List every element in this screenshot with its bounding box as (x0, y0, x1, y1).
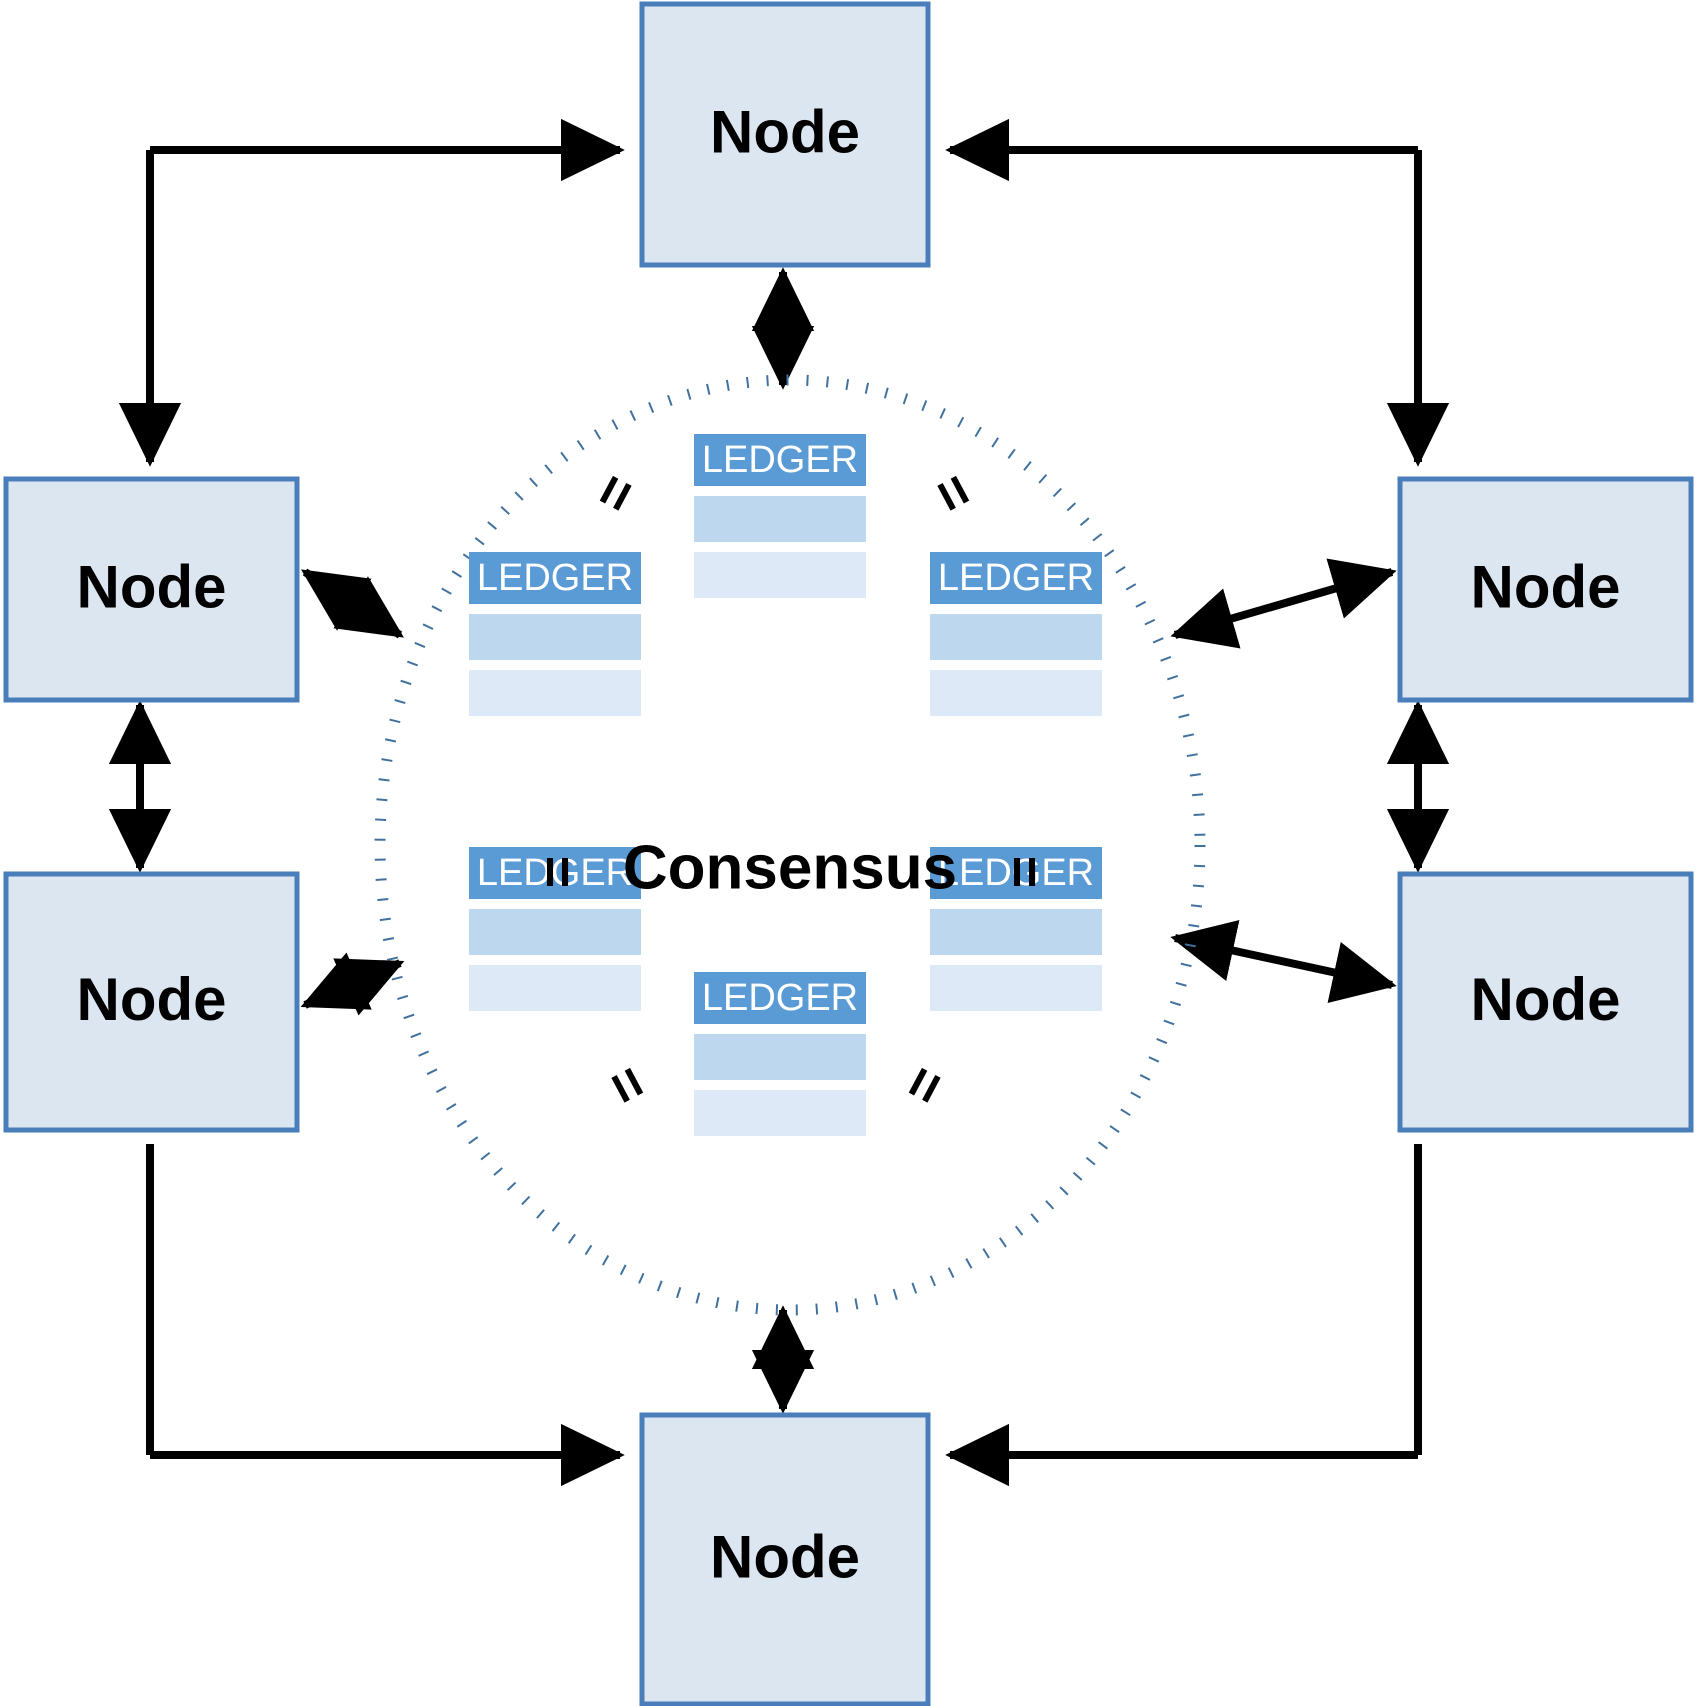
node-bottom[interactable]: Node (639, 1412, 931, 1706)
ledger-right-lower-label: LEDGER (938, 852, 1094, 894)
ledger-left-upper-header[interactable] (469, 552, 641, 604)
ledger-top-row-2 (694, 552, 866, 598)
ledger-top[interactable]: LEDGER (694, 434, 866, 598)
consensus-label: Consensus (623, 833, 957, 902)
ledger-left-lower-header[interactable] (469, 847, 641, 899)
node-left-upper[interactable]: Node (3, 476, 300, 703)
ledger-left-upper[interactable]: LEDGER (469, 552, 641, 716)
eq-bottom-right: = (888, 1056, 959, 1114)
eq-mid-right: = (994, 856, 1057, 889)
ledger-bottom-header[interactable] (694, 972, 866, 1024)
ledger-left-lower-row-2 (469, 965, 641, 1011)
node-right-lower[interactable]: Node (1397, 871, 1694, 1133)
connector-layer (108, 118, 1450, 1487)
ledger-right-lower-row-2 (930, 965, 1102, 1011)
ledger-right-lower[interactable]: LEDGER (930, 847, 1102, 1011)
arrow-left-lower-circle (300, 952, 405, 1016)
node-bottom-box[interactable] (639, 1412, 931, 1706)
node-right-upper-box[interactable] (1397, 476, 1694, 703)
ledger-right-upper-row-1 (930, 614, 1102, 660)
node-right-upper-label: Node (1471, 553, 1621, 620)
arrow-left-upper-circle (300, 568, 405, 639)
node-top-box[interactable] (639, 1, 931, 268)
arrow-right-lower-circle (1170, 920, 1397, 1003)
eq-bottom-left: = (593, 1056, 664, 1114)
ledger-top-row-1 (694, 496, 866, 542)
ledger-left-upper-row-2 (469, 670, 641, 716)
node-left-upper-label: Node (77, 553, 227, 620)
ledger-layer: LEDGER LEDGER LEDGER LEDGER LEDGER LEDGER (469, 434, 1102, 1136)
eq-mid-left: = (527, 856, 590, 889)
ledger-bottom-row-1 (694, 1034, 866, 1080)
node-bottom-label: Node (710, 1523, 860, 1590)
ledger-bottom[interactable]: LEDGER (694, 972, 866, 1136)
ledger-right-upper-header[interactable] (930, 552, 1102, 604)
consensus-circle-layer (374, 374, 1206, 1316)
ledger-top-label: LEDGER (702, 439, 858, 481)
ledger-right-lower-row-1 (930, 909, 1102, 955)
node-right-lower-box[interactable] (1397, 871, 1694, 1133)
node-right-upper[interactable]: Node (1397, 476, 1694, 703)
node-top-label: Node (710, 98, 860, 165)
consensus-circle (374, 374, 1206, 1316)
ledger-left-lower[interactable]: LEDGER (469, 847, 641, 1011)
node-top[interactable]: Node (639, 1, 931, 268)
eq-top-left: = (579, 464, 650, 522)
ledger-top-header[interactable] (694, 434, 866, 486)
ledger-right-upper[interactable]: LEDGER (930, 552, 1102, 716)
ledger-right-upper-row-2 (930, 670, 1102, 716)
ledger-left-lower-row-1 (469, 909, 641, 955)
eq-top-right: = (919, 464, 990, 522)
node-left-lower-box[interactable] (3, 871, 300, 1133)
node-left-lower[interactable]: Node (3, 871, 300, 1133)
node-right-lower-label: Node (1471, 966, 1621, 1033)
arrow-right-upper-circle (1170, 558, 1397, 649)
node-left-upper-box[interactable] (3, 476, 300, 703)
node-left-lower-label: Node (77, 966, 227, 1033)
ledger-bottom-row-2 (694, 1090, 866, 1136)
ledger-left-upper-row-1 (469, 614, 641, 660)
ledger-left-upper-label: LEDGER (477, 557, 633, 599)
ledger-right-upper-label: LEDGER (938, 557, 1094, 599)
ledger-left-lower-label: LEDGER (477, 852, 633, 894)
consensus-label-layer: Consensus (623, 833, 957, 902)
ledger-bottom-label: LEDGER (702, 977, 858, 1019)
ledger-right-lower-header[interactable] (930, 847, 1102, 899)
